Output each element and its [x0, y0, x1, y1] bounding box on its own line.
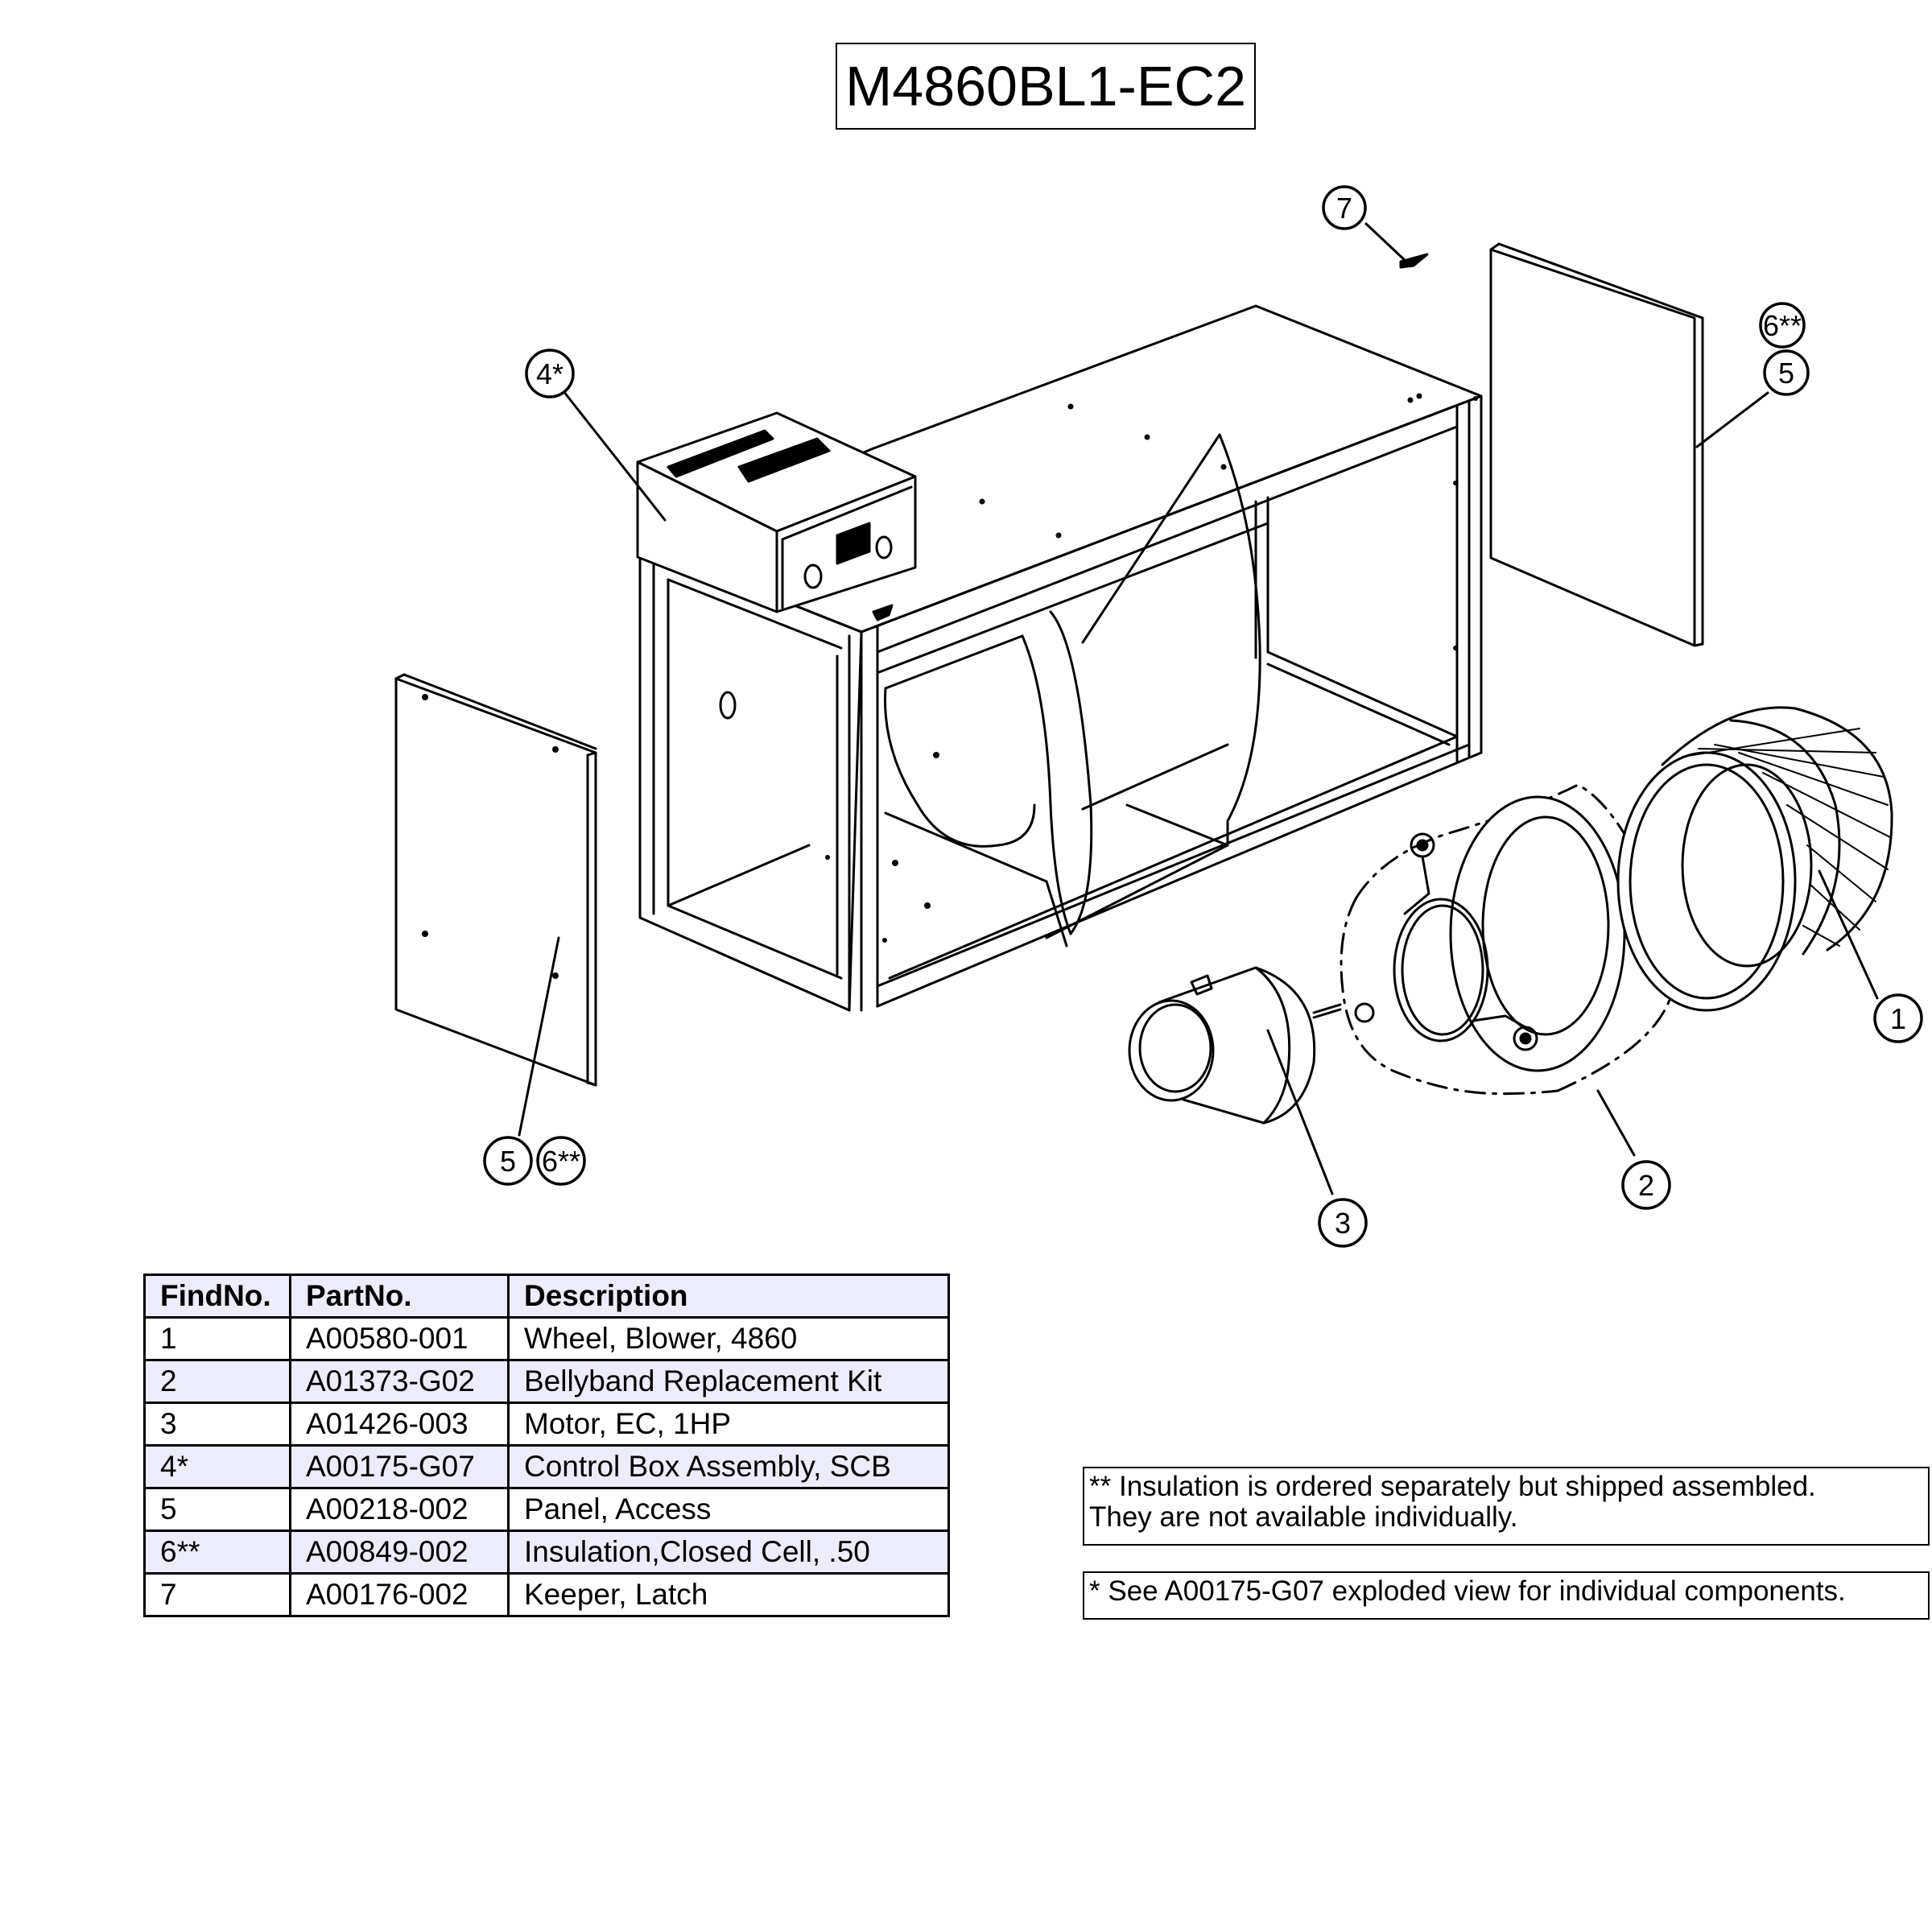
part-no-cell: A00218-002 [289, 1487, 510, 1532]
callout-6-left: 6** [536, 1136, 586, 1186]
find-no-cell: 4* [143, 1444, 291, 1489]
table-row: 4* A00175-G07 Control Box Assembly, SCB [143, 1444, 950, 1489]
table-row: 2 A01373-G02 Bellyband Replacement Kit [143, 1359, 950, 1404]
blower-wheel [1616, 706, 1893, 1012]
find-no-cell: 2 [143, 1359, 291, 1404]
ec-motor [1128, 966, 1342, 1125]
parts-list-table: FindNo. PartNo. Description 1 A00580-001… [143, 1274, 950, 1617]
callout-6-right: 6** [1759, 302, 1806, 349]
callout-4: 4* [525, 349, 575, 398]
cabinet-housing [638, 304, 1483, 1012]
table-row: 1 A00580-001 Wheel, Blower, 4860 [143, 1316, 950, 1361]
part-no-cell: A01426-003 [289, 1402, 510, 1447]
part-no-cell: A00580-001 [289, 1316, 510, 1361]
svg-text:2: 2 [1638, 1169, 1654, 1202]
table-row: 3 A01426-003 Motor, EC, 1HP [143, 1402, 950, 1447]
insulation-note-line-2: They are not available individually. [1089, 1501, 1518, 1533]
part-no-cell: A01373-G02 [289, 1359, 510, 1404]
callout-7: 7 [1322, 185, 1367, 230]
leader-lines [518, 222, 1879, 1195]
keeper-latch [1399, 253, 1429, 269]
rivet-dots [825, 393, 1478, 943]
callout-1: 1 [1873, 993, 1923, 1043]
table-row: 6** A00849-002 Insulation,Closed Cell, .… [143, 1530, 950, 1575]
find-no-cell: 3 [143, 1402, 291, 1447]
control-box-note: * See A00175-G07 exploded view for indiv… [1083, 1571, 1930, 1620]
svg-text:5: 5 [500, 1145, 516, 1178]
callout-2: 2 [1621, 1160, 1671, 1210]
find-no-cell: 5 [143, 1487, 291, 1532]
header-part-no: PartNo. [289, 1274, 510, 1319]
table-row: 5 A00218-002 Panel, Access [143, 1487, 950, 1532]
callout-3: 3 [1318, 1198, 1368, 1248]
description-cell: Panel, Access [507, 1487, 950, 1532]
svg-text:5: 5 [1778, 357, 1794, 390]
insulation-note: ** Insulation is ordered separately but … [1083, 1467, 1930, 1546]
description-cell: Wheel, Blower, 4860 [507, 1316, 950, 1361]
table-row: 7 A00176-002 Keeper, Latch [143, 1572, 950, 1617]
control-box [636, 411, 917, 621]
table-header-row: FindNo. PartNo. Description [143, 1274, 950, 1319]
description-cell: Bellyband Replacement Kit [507, 1359, 950, 1404]
svg-text:3: 3 [1335, 1207, 1351, 1240]
part-no-cell: A00849-002 [289, 1530, 510, 1575]
svg-text:6**: 6** [1763, 309, 1802, 342]
svg-text:7: 7 [1336, 192, 1352, 225]
part-no-cell: A00176-002 [289, 1572, 510, 1617]
control-box-note-text: * See A00175-G07 exploded view for indiv… [1089, 1575, 1846, 1607]
header-description: Description [507, 1274, 950, 1319]
callout-5-right: 5 [1763, 349, 1810, 396]
description-cell: Insulation,Closed Cell, .50 [507, 1530, 950, 1575]
drawing-title-box: M4860BL1-EC2 [836, 43, 1256, 130]
svg-text:6**: 6** [542, 1145, 580, 1178]
find-no-cell: 6** [143, 1530, 291, 1575]
description-cell: Control Box Assembly, SCB [507, 1444, 950, 1489]
description-cell: Keeper, Latch [507, 1572, 950, 1617]
description-cell: Motor, EC, 1HP [507, 1402, 950, 1447]
insulation-note-line-1: ** Insulation is ordered separately but … [1089, 1471, 1816, 1502]
right-access-panel [1489, 242, 1704, 647]
part-no-cell: A00175-G07 [289, 1444, 510, 1489]
find-no-cell: 7 [143, 1572, 291, 1617]
svg-text:4*: 4* [536, 357, 564, 390]
drawing-title: M4860BL1-EC2 [844, 55, 1247, 118]
find-no-cell: 1 [143, 1316, 291, 1361]
left-access-panel [394, 673, 597, 1087]
svg-text:1: 1 [1890, 1002, 1906, 1035]
header-find-no: FindNo. [143, 1274, 291, 1319]
callout-5-left: 5 [483, 1136, 533, 1186]
